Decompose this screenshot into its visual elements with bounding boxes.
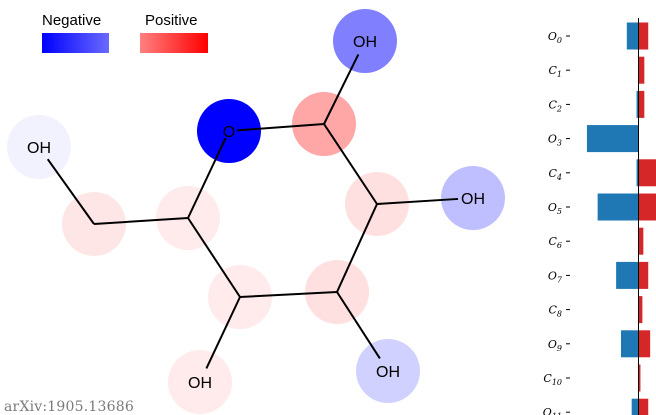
- legend-negative-label: Negative: [42, 12, 102, 29]
- bar-label-o5: O5: [548, 201, 562, 216]
- atom-label-o3: OH: [353, 34, 377, 51]
- atom-halo-o5: [441, 166, 505, 230]
- bar-label-o7: O7: [548, 269, 563, 284]
- bar-positive-o7: [638, 261, 649, 289]
- bar-positive-c1: [638, 56, 645, 84]
- bar-positive-c4: [638, 159, 656, 187]
- bar-label-c2: C2: [548, 98, 562, 113]
- bond-c1-c2: [323, 123, 378, 205]
- bond-o0-c1: [236, 123, 325, 132]
- attribution-bar-chart: O0C1C2O3C4O5C6O7C8O9C10O11: [543, 18, 656, 415]
- atom-label-o11: OH: [27, 140, 51, 157]
- bond-c4-c6: [239, 291, 338, 298]
- bond-c6-c8: [187, 217, 241, 298]
- bar-label-c1: C1: [548, 64, 562, 79]
- atom-label-o9: OH: [188, 375, 212, 392]
- bond-c6-o9: [205, 296, 241, 369]
- bar-negative-o0: [626, 22, 639, 50]
- legend-negative-swatch: [42, 33, 109, 53]
- bar-negative-o3: [586, 125, 639, 153]
- atom-halo-o3: [333, 9, 397, 73]
- bar-label-c6: C6: [548, 235, 562, 250]
- bar-positive-o5: [638, 193, 656, 221]
- legend-positive-swatch: [140, 33, 208, 53]
- legend-positive-label: Positive: [145, 12, 198, 29]
- bar-positive-c2: [638, 90, 645, 118]
- bar-label-c8: C8: [548, 304, 562, 319]
- atom-label-o0: O: [223, 124, 235, 141]
- bond-c2-o5: [376, 197, 459, 205]
- bond-c8-o0: [187, 137, 227, 219]
- bar-negative-o5: [597, 193, 639, 221]
- bond-c4-o7: [336, 291, 381, 359]
- bar-positive-o9: [638, 330, 651, 358]
- arxiv-watermark: arXiv:1905.13686: [4, 399, 134, 415]
- bond-c8-c10: [93, 217, 189, 225]
- atom-halo-o7: [356, 339, 420, 403]
- bar-negative-c2: [636, 90, 639, 118]
- bar-label-c4: C4: [548, 167, 562, 182]
- atom-halo-o9: [168, 350, 232, 414]
- atom-halo-o11: [7, 115, 71, 179]
- atom-label-o7: OH: [376, 364, 400, 381]
- bar-positive-c6: [638, 227, 644, 255]
- bar-positive-c10: [638, 364, 641, 392]
- atom-label-o5: OH: [461, 191, 485, 208]
- bar-positive-o0: [638, 22, 649, 50]
- bar-positive-c8: [638, 296, 643, 324]
- bar-negative-o7: [616, 261, 639, 289]
- bar-label-o11: O11: [543, 406, 562, 415]
- bar-label-o0: O0: [548, 30, 562, 45]
- bond-c2-c4: [336, 203, 378, 293]
- bond-c10-o11: [46, 158, 95, 225]
- bar-label-o3: O3: [548, 133, 562, 148]
- bar-label-c10: C10: [543, 372, 562, 387]
- bar-negative-o9: [620, 330, 639, 358]
- atom-halo-o0: [197, 99, 261, 163]
- bond-c1-o3: [323, 54, 360, 125]
- bar-negative-c4: [636, 159, 639, 187]
- bar-negative-o11: [631, 398, 639, 415]
- bar-label-o9: O9: [548, 338, 562, 353]
- bar-positive-o11: [638, 398, 649, 415]
